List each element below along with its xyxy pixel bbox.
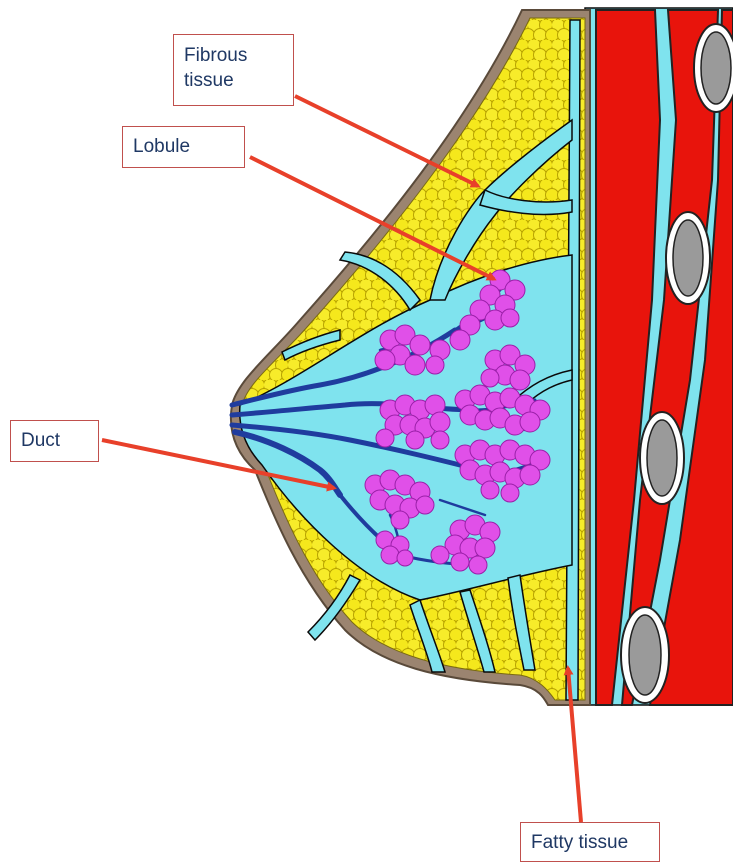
chest-wall (585, 8, 733, 705)
fatty-tissue-label: Fatty tissue (520, 822, 660, 862)
fibrous-tissue-label-line1: Fibrous (184, 43, 283, 68)
fibrous-tissue-label-line2: tissue (184, 68, 283, 93)
lobule-cluster (376, 395, 450, 449)
fibrous-tissue-label: Fibrous tissue (173, 34, 294, 106)
lobule-label: Lobule (122, 126, 245, 168)
breast (231, 10, 590, 705)
duct-label: Duct (10, 420, 99, 462)
